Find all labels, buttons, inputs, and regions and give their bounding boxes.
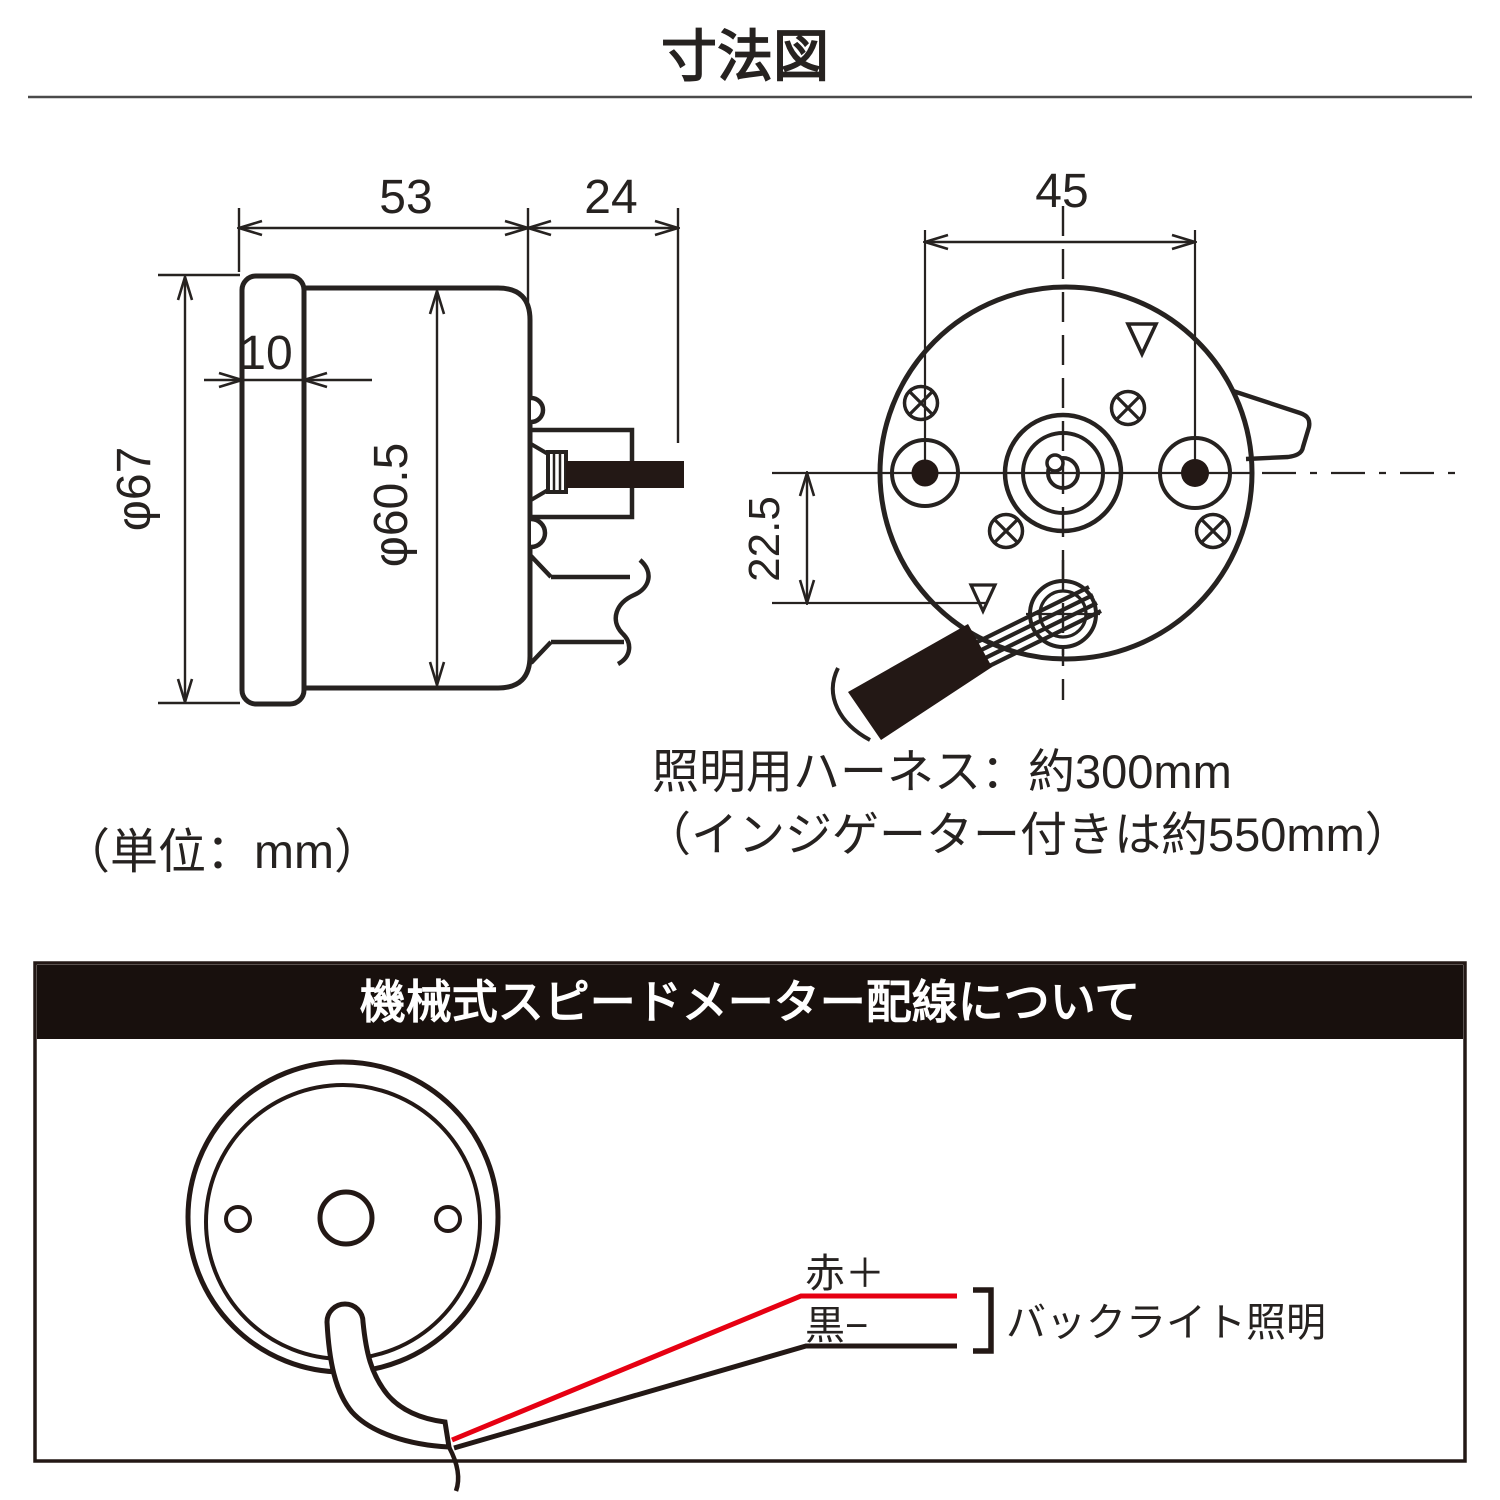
wiring-gauge-center-hole bbox=[317, 1189, 375, 1247]
center-shaft-assembly bbox=[1002, 412, 1124, 534]
harness-note-line1: 照明用ハーネス：約300mm bbox=[652, 745, 1232, 798]
shaft-nut-threads bbox=[552, 452, 562, 492]
wiring-header-title: 機械式スピードメーター配線について bbox=[360, 976, 1141, 1028]
dim-label-total-depth: 53 bbox=[379, 171, 432, 224]
side-tab bbox=[1232, 388, 1312, 462]
harness-neck bbox=[529, 554, 553, 665]
harness-note-line2: （インジゲーター付きは約550mm） bbox=[644, 808, 1412, 861]
harness-lines bbox=[551, 574, 630, 645]
terminal-bump-bottom bbox=[530, 516, 548, 550]
wiring-cable-tube bbox=[324, 1301, 452, 1450]
dim-label-mount-spacing: 45 bbox=[1035, 165, 1088, 218]
unit-note: （単位：mm） bbox=[62, 826, 382, 879]
drive-shaft bbox=[566, 461, 684, 488]
dim-label-bezel-thickness: 10 bbox=[239, 327, 292, 380]
gauge-bezel-outline bbox=[239, 273, 307, 707]
mounting-post-right bbox=[1158, 436, 1232, 510]
terminal-bump-top bbox=[530, 395, 546, 425]
harness-sleeve bbox=[848, 624, 992, 740]
wiring-cable-tail bbox=[447, 1445, 461, 1492]
dim-label-harness-offset: 22.5 bbox=[740, 496, 789, 582]
dim-label-shaft-length: 24 bbox=[584, 171, 637, 224]
wiring-section: 機械式スピードメーター配線について 赤＋ 黒− バックライト照明 bbox=[33, 961, 1467, 1492]
mounting-post-left bbox=[890, 438, 960, 508]
dim-label-bezel-diameter: φ67 bbox=[108, 447, 161, 532]
dim-label-body-diameter: φ60.5 bbox=[365, 443, 418, 568]
red-wire bbox=[451, 1293, 957, 1443]
harness-break-squiggle bbox=[613, 558, 651, 666]
triangle-marker-icon-top bbox=[1125, 322, 1159, 359]
page-title: 寸法図 bbox=[661, 25, 829, 88]
side-view-dimensions bbox=[158, 208, 678, 705]
black-wire bbox=[453, 1343, 957, 1451]
backlight-label: バックライト照明 bbox=[1006, 1301, 1326, 1345]
screw-icon bbox=[902, 384, 940, 422]
shaft-boss bbox=[529, 442, 550, 502]
harness-wires bbox=[958, 585, 1102, 677]
black-wire-label: 黒− bbox=[805, 1304, 868, 1348]
gauge-body-outline bbox=[301, 285, 533, 691]
shaft-keyway-notch bbox=[1045, 453, 1065, 473]
screw-icon bbox=[1194, 512, 1232, 550]
wiring-gauge-right-hole bbox=[434, 1205, 462, 1233]
back-view-drawing bbox=[772, 206, 1460, 742]
red-wire-label: 赤＋ bbox=[805, 1252, 885, 1296]
screw-icons bbox=[902, 384, 1232, 550]
screw-icon bbox=[987, 512, 1025, 550]
side-view-drawing bbox=[239, 273, 684, 707]
wire-group-bracket bbox=[973, 1287, 994, 1354]
screw-icon bbox=[1109, 389, 1147, 427]
wiring-box-border bbox=[33, 961, 1467, 1463]
wiring-gauge-left-hole bbox=[224, 1205, 252, 1233]
harness-curl-line bbox=[831, 667, 871, 742]
wiring-header-bar bbox=[37, 965, 1463, 1039]
triangle-marker-icon-bottom bbox=[968, 583, 998, 615]
shaft-nut bbox=[546, 450, 568, 494]
wiring-gauge-drawing bbox=[185, 1059, 501, 1492]
